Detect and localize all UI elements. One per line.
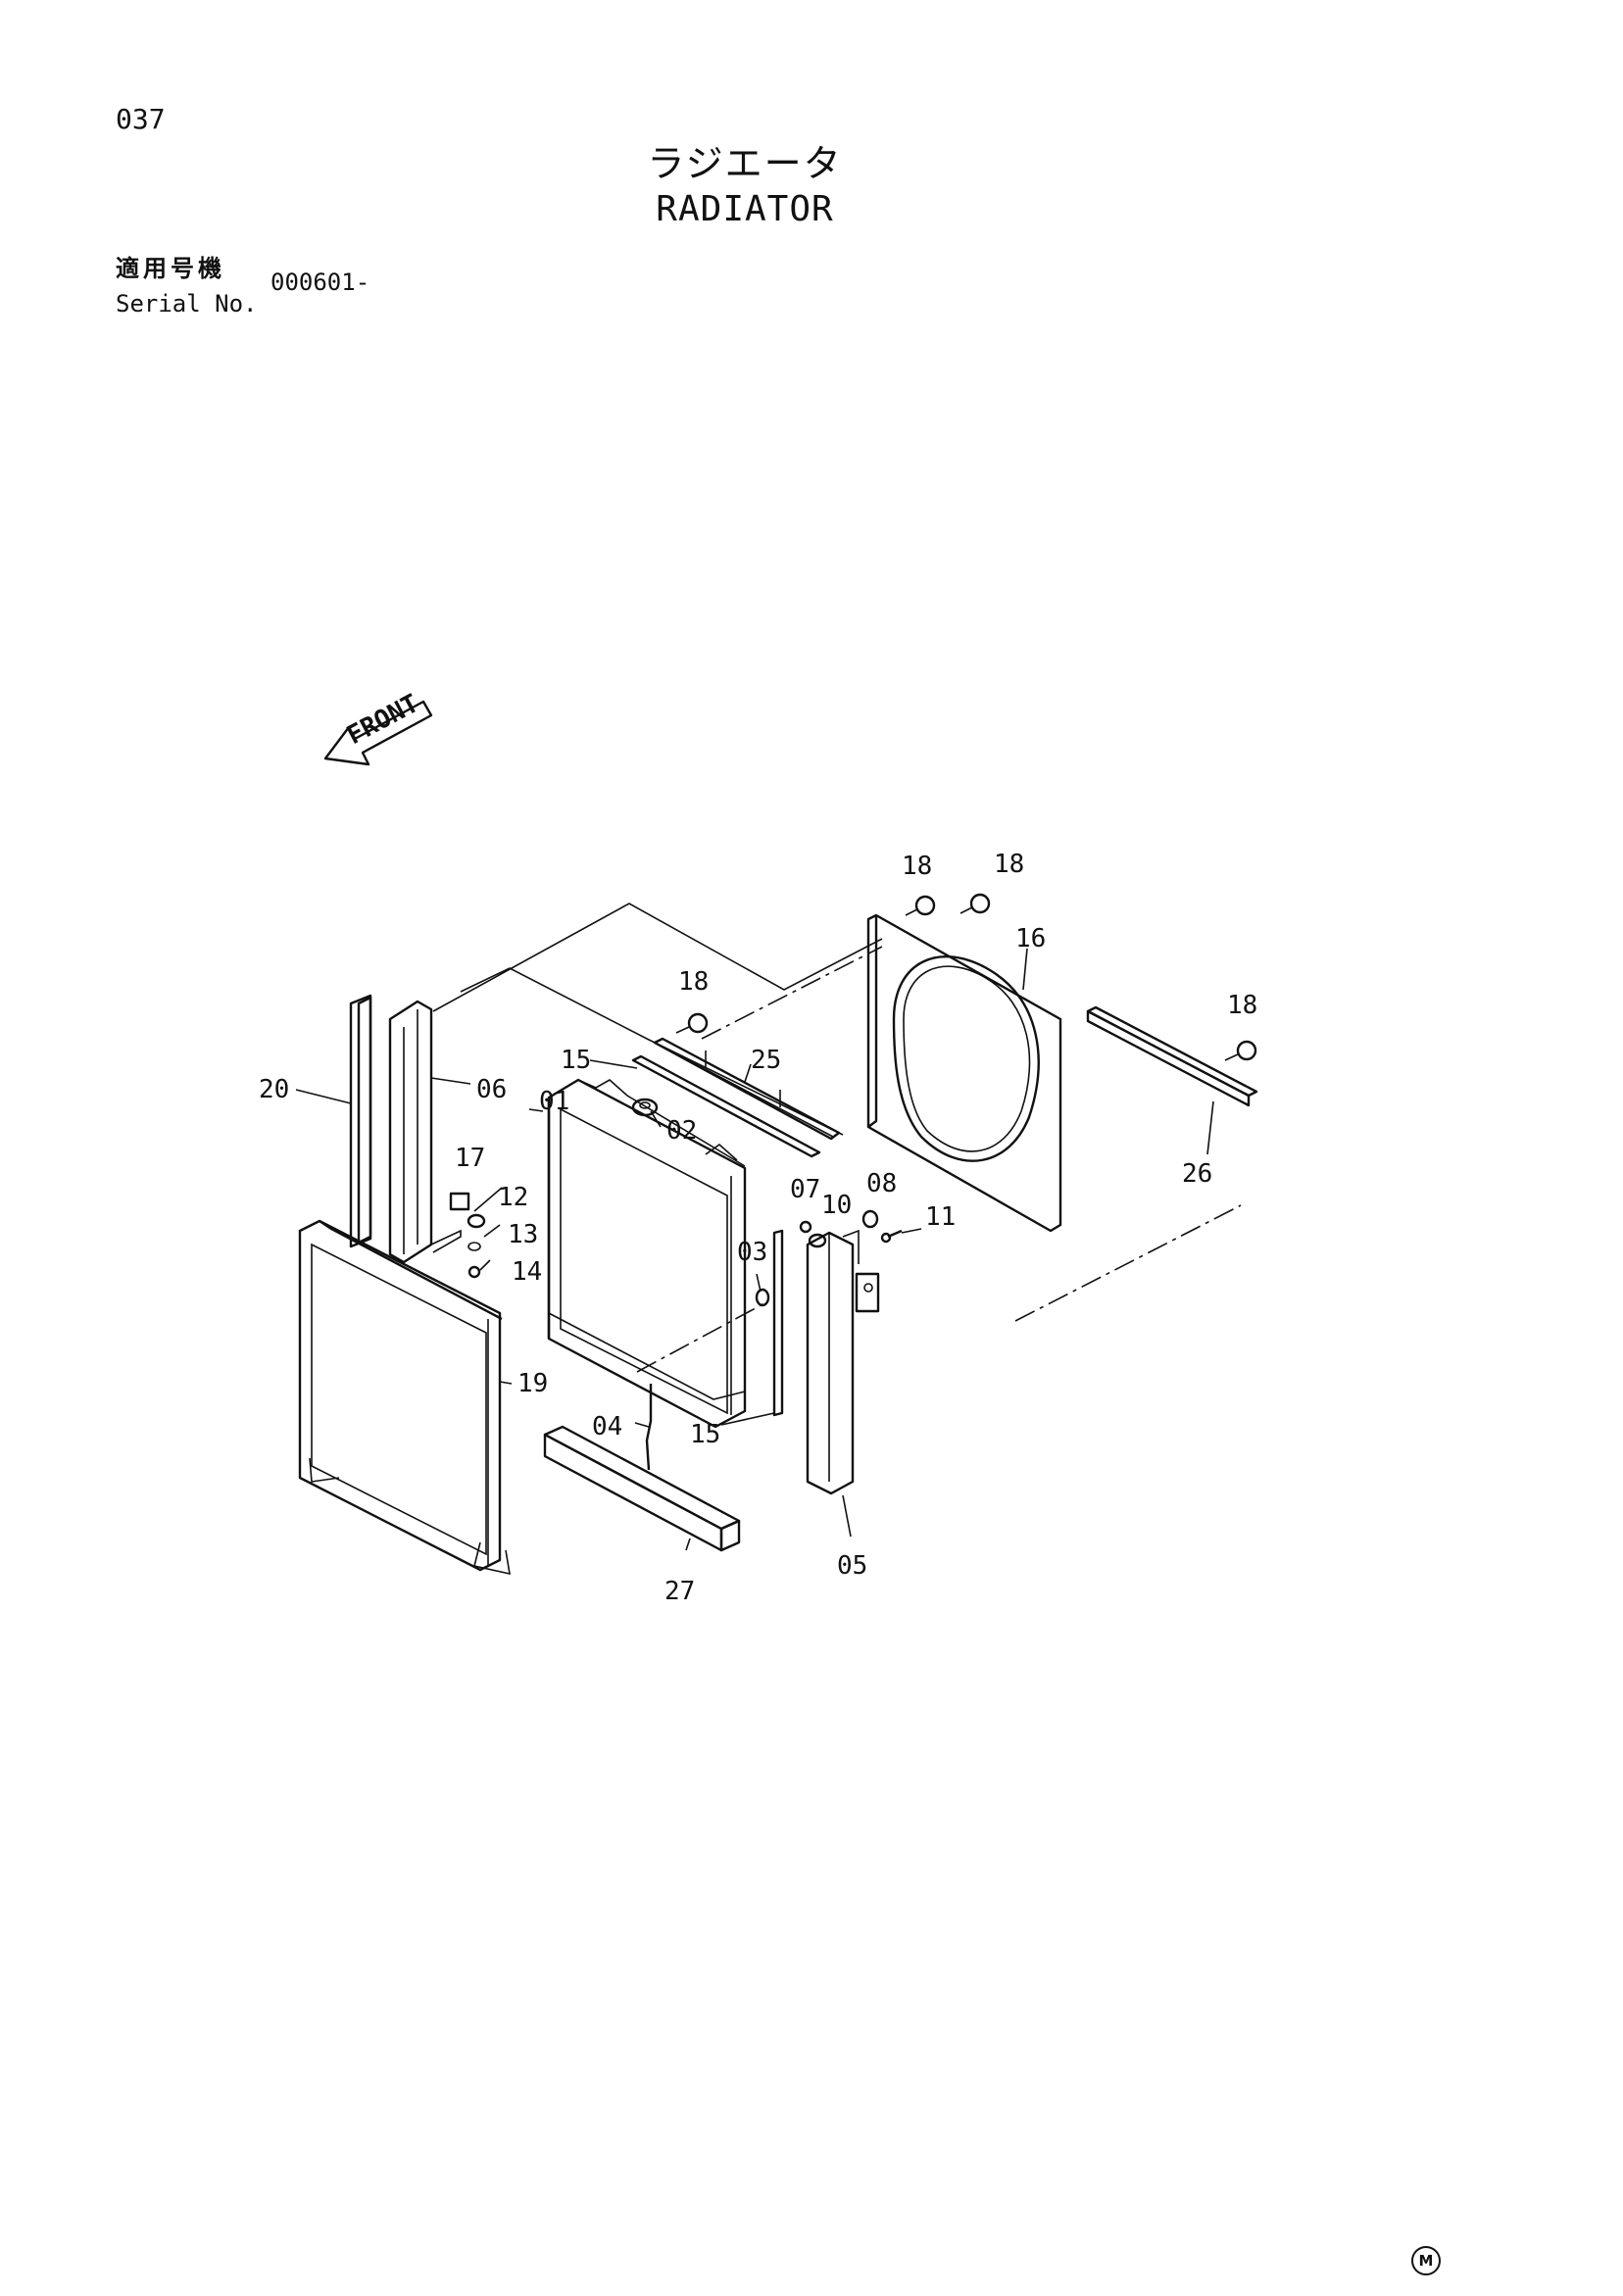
callout-08: 08 <box>866 1169 897 1198</box>
callout-05: 05 <box>837 1551 867 1581</box>
callout-20: 20 <box>259 1075 289 1104</box>
callout-01: 01 <box>539 1087 569 1116</box>
callout-labels: 01 02 03 04 05 06 07 08 10 11 12 13 14 1… <box>259 850 1257 1606</box>
bolt-18-d <box>1224 1040 1257 1061</box>
callout-14: 14 <box>512 1257 542 1287</box>
callout-18-c: 18 <box>678 967 709 997</box>
callout-15-bottom: 15 <box>690 1420 720 1449</box>
page-title-english: RADIATOR <box>656 189 834 229</box>
callout-26: 26 <box>1182 1159 1212 1189</box>
callout-10: 10 <box>821 1191 852 1220</box>
callout-13: 13 <box>508 1220 538 1249</box>
callout-04: 04 <box>592 1412 622 1441</box>
right-fasteners <box>799 1209 903 1248</box>
callout-17: 17 <box>455 1144 485 1173</box>
fan-shroud-16 <box>866 913 1062 1233</box>
seal-strip-15-top <box>631 1054 821 1158</box>
side-bracket-06 <box>388 1000 462 1264</box>
callout-03: 03 <box>737 1238 767 1267</box>
page-number: 037 <box>116 103 166 135</box>
reference-lines <box>432 903 1242 1373</box>
drain-cock-03 <box>755 1288 770 1307</box>
leader-lines <box>295 948 1214 1551</box>
callout-18-d: 18 <box>1227 991 1257 1020</box>
front-arrow-icon: FRONT <box>323 689 433 766</box>
bolt-18-b <box>959 893 991 914</box>
callout-19: 19 <box>517 1369 548 1398</box>
page-title-japanese: ラジエータ <box>647 142 843 185</box>
callout-16: 16 <box>1015 924 1046 953</box>
callout-18-a: 18 <box>902 852 932 881</box>
manufacturer-mark: M <box>1411 2246 1441 2275</box>
callout-11: 11 <box>925 1202 956 1232</box>
callout-18-b: 18 <box>994 850 1024 879</box>
bottom-seal-27 <box>543 1425 741 1552</box>
radiator-core-01 <box>547 1078 747 1429</box>
rubber-block-17 <box>449 1192 470 1211</box>
cover-strip-20 <box>349 994 372 1248</box>
callout-07: 07 <box>790 1175 820 1204</box>
nut-08 <box>861 1209 879 1229</box>
callout-06: 06 <box>476 1075 507 1104</box>
angle-bracket-26 <box>1086 1005 1258 1107</box>
cushion-12 <box>467 1213 486 1229</box>
bolts-18 <box>675 893 1257 1061</box>
top-bracket-25 <box>653 1037 841 1141</box>
small-fasteners-group <box>449 1192 486 1279</box>
callout-12: 12 <box>498 1183 528 1212</box>
radiator-cap-02 <box>631 1098 659 1117</box>
serial-label-japanese: 適用号機 <box>116 255 225 282</box>
bolt-18-a <box>905 895 936 916</box>
callout-15-top: 15 <box>561 1046 591 1075</box>
callout-27: 27 <box>664 1577 695 1606</box>
washer-10 <box>808 1233 827 1248</box>
seal-strip-15-side <box>772 1229 784 1417</box>
callout-02: 02 <box>666 1116 697 1146</box>
bolt-18-c <box>675 1012 709 1034</box>
serial-number-value: 000601- <box>270 269 370 296</box>
side-bracket-05 <box>806 1229 880 1495</box>
callout-25: 25 <box>751 1046 781 1075</box>
washer-13 <box>467 1242 481 1251</box>
condenser-core-19 <box>298 1219 511 1576</box>
serial-label-english: Serial No. <box>116 290 258 318</box>
nut-07 <box>799 1220 812 1234</box>
bolt-14 <box>467 1265 481 1279</box>
drain-hose-04 <box>645 1384 653 1471</box>
